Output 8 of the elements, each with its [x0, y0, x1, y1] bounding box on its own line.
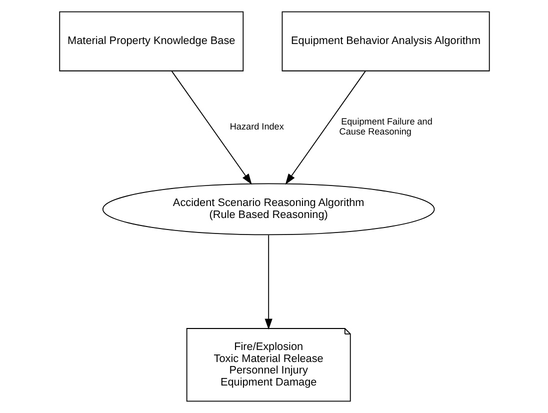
- node-box: Material Property Knowledge Base: [58, 11, 244, 72]
- edge-label: Equipment Failure and Cause Reasoning: [338, 116, 432, 136]
- edge-label: Hazard Index: [229, 121, 284, 132]
- arrow: [170, 70, 252, 185]
- arrow: [264, 234, 272, 330]
- arrow: [284, 70, 366, 185]
- node-box: Equipment Behavior Analysis Algorithm: [281, 11, 490, 72]
- node-ellipse: Accident Scenario Reasoning Algorithm (Rule Based Reasoning): [102, 183, 434, 236]
